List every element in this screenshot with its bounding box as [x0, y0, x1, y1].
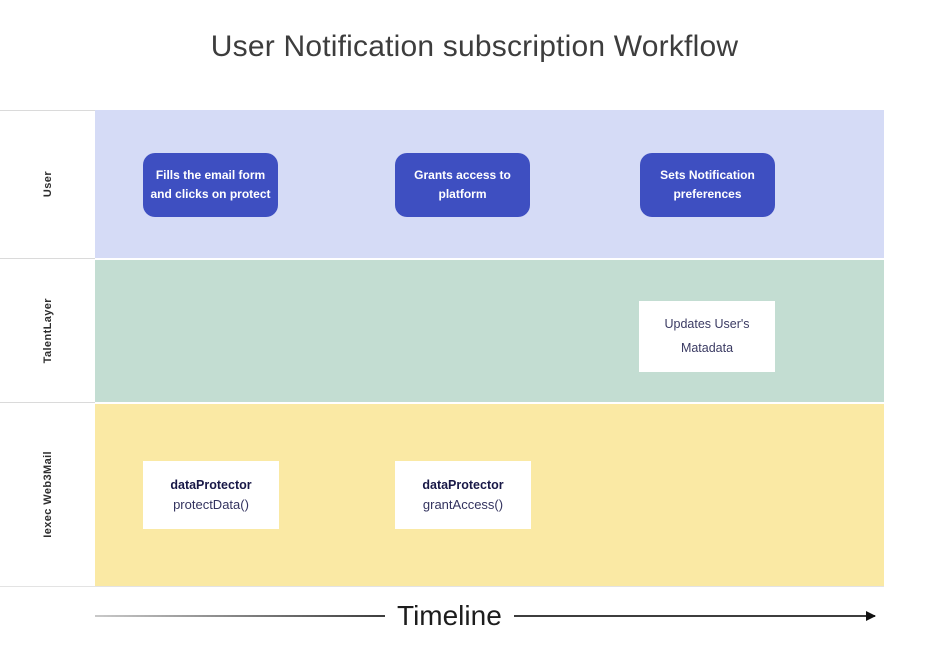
node-code-name: dataProtector	[170, 477, 252, 492]
lane-user-body: Fills the email form and clicks on prote…	[95, 110, 884, 258]
lane-user-label-column: User	[0, 110, 95, 258]
timeline-axis: Timeline	[95, 596, 876, 636]
lane-talentlayer-label-column: TalentLayer	[0, 258, 95, 402]
timeline-label: Timeline	[397, 600, 502, 631]
lane-iexec-web3mail: Iexec Web3Mail dataProtector protectData…	[0, 402, 884, 586]
node-dataprotector-protectdata: dataProtector protectData()	[143, 461, 279, 529]
lane-user-label: User	[41, 171, 54, 198]
node-text-line: platform	[438, 187, 487, 201]
node-dataprotector-grantaccess: dataProtector grantAccess()	[395, 461, 531, 529]
lane-user: User Fills the email form and clicks on …	[0, 110, 884, 258]
node-code-call: grantAccess()	[422, 496, 504, 512]
timeline-arrow-right-icon	[866, 611, 876, 621]
lane-iexec-web3mail-label: Iexec Web3Mail	[41, 451, 54, 538]
node-text-line: Updates User's	[664, 317, 750, 332]
timeline-line-left	[95, 615, 385, 617]
node-text-line: Sets Notification	[660, 167, 755, 182]
lane-iexec-web3mail-body: dataProtector protectData() dataProtecto…	[95, 402, 884, 586]
node-text-line: preferences	[673, 187, 742, 201]
node-text-line: and clicks on protect	[150, 187, 271, 201]
node-sets-notification-preferences: Sets Notification preferences	[640, 153, 775, 217]
lane-talentlayer: TalentLayer Updates User's Matadata	[0, 258, 884, 402]
timeline-line-right	[513, 611, 876, 621]
lane-talentlayer-body: Updates User's Matadata	[95, 258, 884, 402]
node-text-line: Grants access to	[414, 167, 511, 182]
node-code-call: protectData()	[173, 496, 249, 512]
node-text-line: Fills the email form	[155, 167, 266, 182]
page-title: User Notification subscription Workflow	[210, 30, 739, 63]
node-updates-user-metadata: Updates User's Matadata	[639, 301, 775, 372]
node-text-line: Matadata	[680, 340, 734, 355]
lane-talentlayer-label: TalentLayer	[41, 297, 54, 364]
node-fills-email-form: Fills the email form and clicks on prote…	[143, 153, 278, 217]
node-code-name: dataProtector	[422, 477, 504, 492]
swimlane-container: User Fills the email form and clicks on …	[0, 110, 884, 587]
lane-iexec-web3mail-label-column: Iexec Web3Mail	[0, 402, 95, 586]
node-grants-access: Grants access to platform	[395, 153, 530, 217]
